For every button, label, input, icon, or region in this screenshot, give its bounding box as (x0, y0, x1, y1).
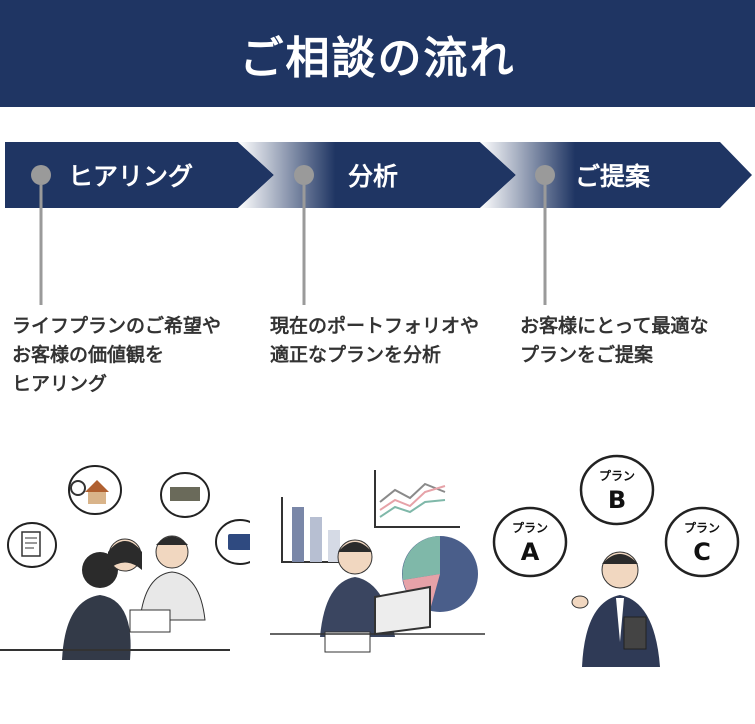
step-dot-proposal (535, 165, 555, 185)
client-woman-person (108, 538, 142, 572)
step-dot-hearing (31, 165, 51, 185)
step-label-proposal: ご提案 (575, 162, 651, 191)
step-description-hearing: ライフプランのご希望や お客様の価値観を ヒアリング (12, 315, 222, 395)
page-title: ご相談の流れ (239, 32, 516, 84)
step-dot-analysis (294, 165, 314, 185)
step-arrow-proposal (480, 142, 752, 208)
plan-a-bubble: プラン A (492, 506, 568, 578)
plan-c-small-label: プラン (684, 520, 720, 535)
plan-b-small-label: プラン (599, 468, 635, 483)
money-bubble-icon (160, 472, 210, 518)
plan-b-bubble: プラン B (579, 454, 655, 526)
meeting-illustration (0, 465, 250, 660)
step-description-analysis: 現在のポートフォリオや 適正なプランを分析 (270, 315, 480, 366)
process-arrow-bar (5, 142, 752, 208)
plan-c-bubble: プラン C (664, 506, 740, 578)
connector-lines (39, 185, 547, 305)
plan-a-letter: A (521, 538, 540, 566)
step-label-analysis: 分析 (348, 162, 399, 191)
presenter-person (571, 551, 660, 667)
laptop-icon (374, 585, 431, 636)
document-bubble-icon (7, 522, 57, 568)
step-arrow-analysis (238, 142, 516, 208)
step-arrow-hearing (5, 142, 274, 208)
plan-b-letter: B (608, 486, 626, 514)
credit-card-bubble-icon (215, 519, 250, 565)
bar-chart-icon (281, 497, 350, 563)
page-header: ご相談の流れ (0, 0, 755, 107)
plan-c-letter: C (693, 538, 711, 566)
proposal-illustration: プラン A プラン B プラン C (492, 454, 740, 667)
step-description-proposal: お客様にとって最適な プランをご提案 (520, 315, 709, 366)
client-man-person (139, 535, 206, 621)
line-chart-icon (374, 470, 460, 528)
plan-a-small-label: プラン (512, 520, 548, 535)
house-search-bubble-icon (68, 465, 122, 515)
analysis-illustration (270, 470, 485, 653)
step-label-hearing: ヒアリング (68, 162, 194, 191)
